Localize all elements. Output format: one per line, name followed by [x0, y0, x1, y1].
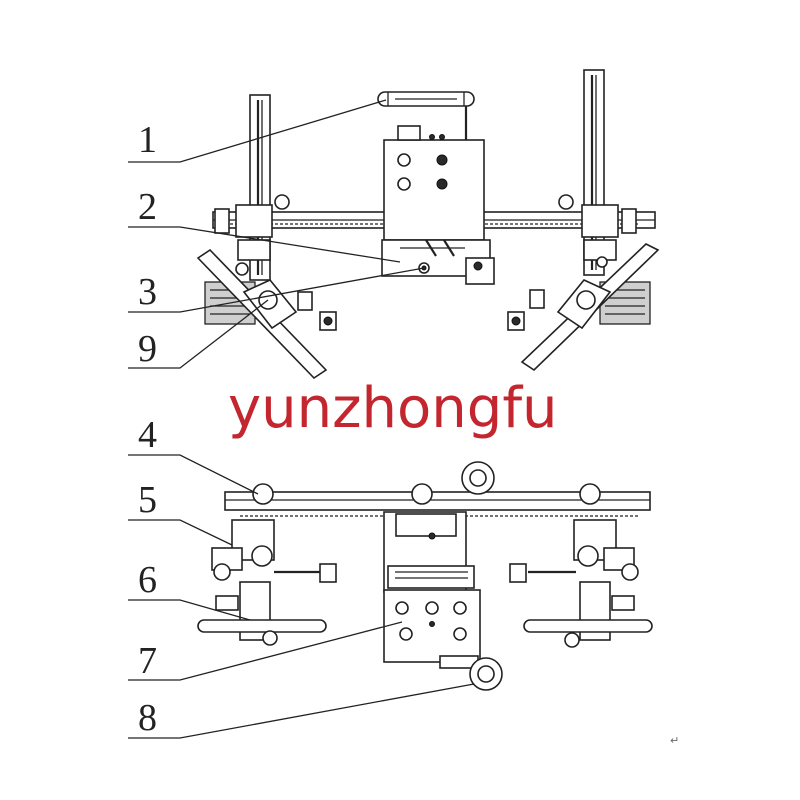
watermark-text: yunzhongfu [228, 376, 558, 441]
top-view [196, 69, 660, 380]
top-right-torch [507, 243, 660, 372]
leader-8 [128, 683, 475, 739]
callout-2: 2 [138, 186, 157, 228]
top-right-clamp [558, 194, 637, 268]
leader-1 [128, 99, 387, 163]
callout-6: 6 [138, 559, 157, 601]
top-carriage [381, 239, 495, 285]
bottom-control-box [383, 589, 481, 669]
rail-knob-center [411, 483, 433, 505]
leader-lines [128, 99, 475, 739]
callout-9: 9 [138, 328, 157, 370]
bottom-view [197, 461, 653, 691]
leader-6 [128, 599, 251, 621]
callout-7: 7 [138, 640, 157, 682]
leader-9 [128, 299, 269, 369]
return-mark: ↵ [670, 734, 679, 747]
bottom-right-arm [509, 519, 653, 648]
top-left-clamp [214, 194, 290, 276]
callout-8: 8 [138, 697, 157, 739]
leader-7 [128, 621, 403, 681]
callout-1: 1 [138, 119, 157, 161]
bottom-wheel [469, 657, 503, 691]
callout-4: 4 [138, 414, 157, 456]
leader-5 [128, 519, 233, 546]
rail-knob-right [579, 483, 601, 505]
top-wheel [461, 461, 495, 495]
callout-5: 5 [138, 479, 157, 521]
callout-3: 3 [138, 271, 157, 313]
bottom-left-arm [197, 519, 337, 646]
leader-2 [128, 226, 401, 263]
carry-handle [377, 91, 475, 140]
rail-knob-left [252, 483, 274, 505]
leader-3 [128, 267, 425, 313]
bottom-carriage [383, 511, 475, 593]
top-control-box [383, 125, 485, 241]
callout-labels: 1 2 3 9 4 5 6 7 8 [138, 119, 157, 739]
leader-4 [128, 454, 259, 495]
